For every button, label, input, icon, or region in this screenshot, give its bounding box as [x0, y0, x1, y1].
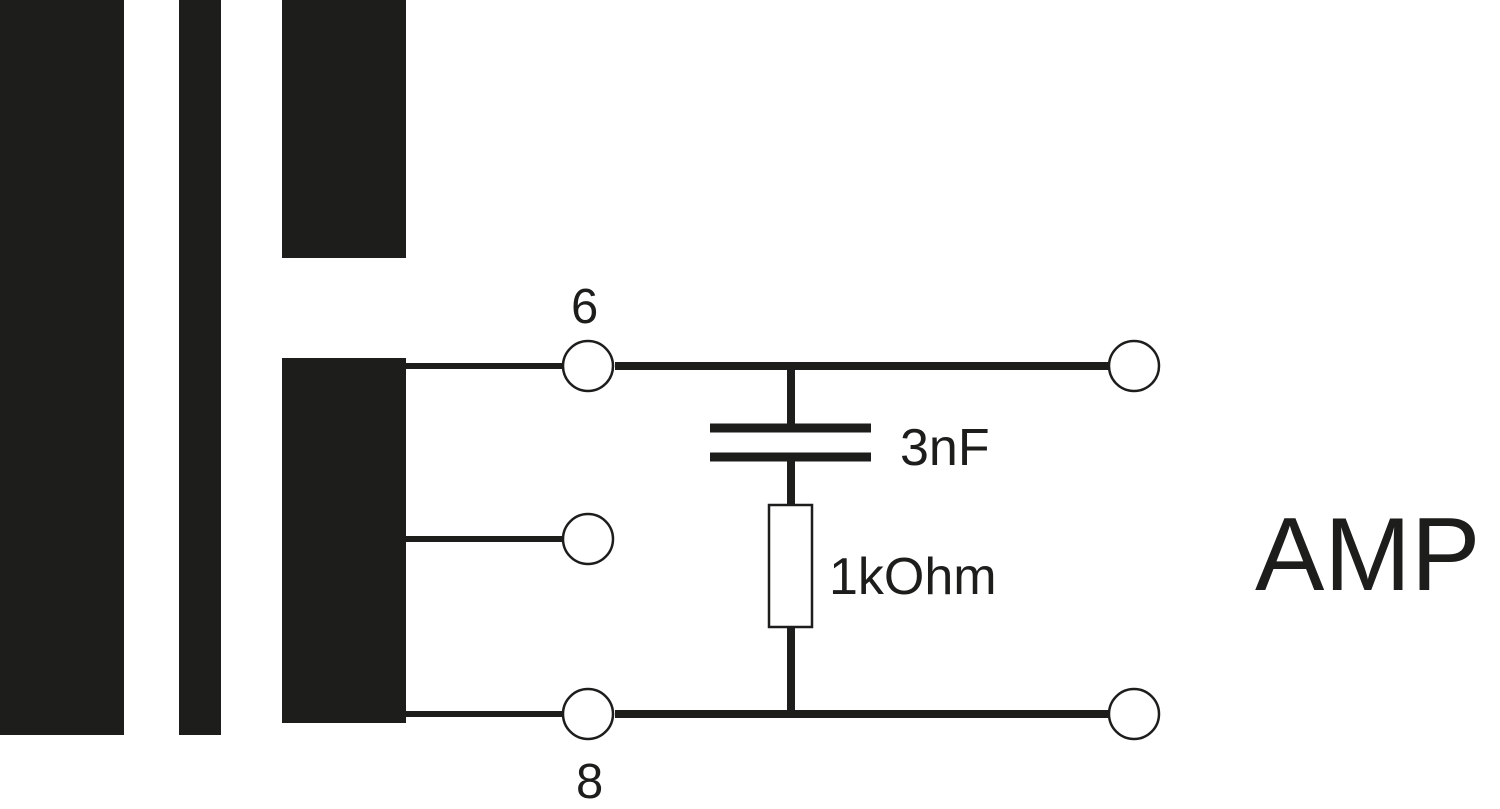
terminal-pin6: [561, 339, 615, 393]
capacitor-value-label: 3nF: [900, 419, 990, 477]
transformer-core-bar-middle: [179, 0, 221, 735]
resistor-body: [767, 503, 814, 629]
terminal-pin8: [561, 687, 615, 741]
terminal-center-tap: [561, 512, 615, 566]
terminal-amp-top: [1107, 339, 1161, 393]
amp-label: AMP: [1255, 497, 1481, 613]
terminal-amp-bottom: [1107, 687, 1161, 741]
transformer-core-bar-left: [0, 0, 124, 735]
pin-6-label: 6: [571, 280, 599, 334]
resistor-value-label: 1kOhm: [829, 548, 997, 606]
pin-8-label: 8: [576, 755, 604, 809]
transformer-primary-winding: [282, 0, 406, 258]
transformer-secondary-winding: [282, 358, 406, 723]
